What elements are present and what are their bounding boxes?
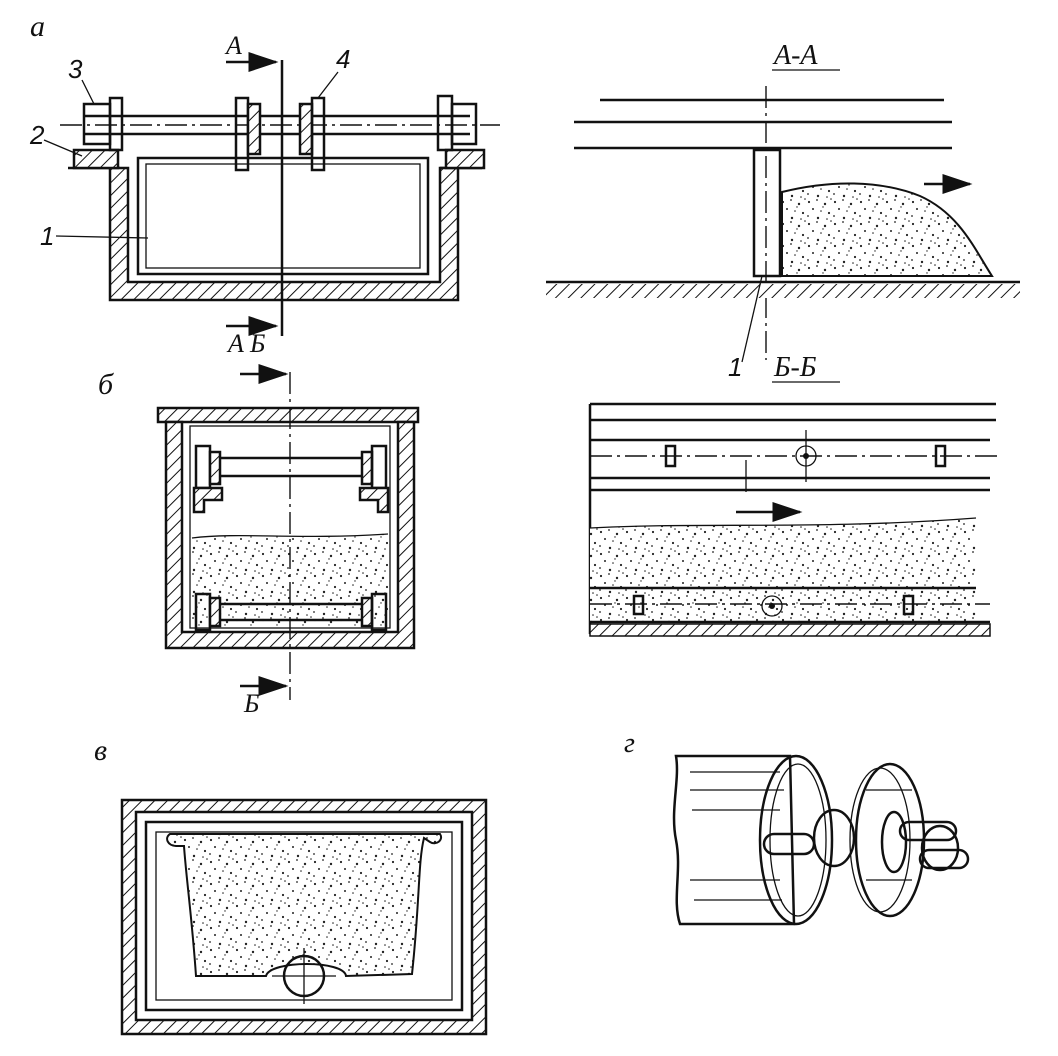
lower-scraper-2 — [902, 594, 915, 616]
lower-scraper-1 — [632, 594, 645, 616]
scraper-profile — [166, 833, 442, 978]
sand-surface-b — [191, 533, 389, 539]
leader-1-section — [741, 275, 763, 363]
section-bb-title: Б-Б — [773, 352, 816, 383]
leader-2 — [43, 139, 83, 157]
scraper-plate — [752, 148, 782, 278]
section-aa-title: А-А — [772, 40, 818, 71]
channel-wall — [164, 420, 416, 650]
bb-bottom-hatch — [589, 623, 991, 637]
chain-link-2 — [812, 808, 856, 868]
view-a-label: а — [30, 10, 45, 43]
lower-pivot — [761, 595, 783, 617]
wheel-1-hub — [246, 102, 262, 156]
ground-hatch-aa — [546, 284, 1020, 298]
frame-inner — [144, 820, 464, 1012]
bearing-left-flange — [108, 96, 124, 152]
chain-link-5 — [918, 848, 970, 870]
section-bb: Б-Б — [588, 352, 1000, 637]
upper-wheel-right — [370, 444, 388, 490]
pipe-body — [672, 754, 796, 926]
sand-surface-bb — [589, 517, 977, 529]
support-right — [444, 148, 486, 170]
cut-a-top-label: А — [224, 31, 242, 60]
chain-link-3 — [898, 820, 958, 842]
part-1-section-label: 1 — [728, 352, 742, 382]
lower-wheel-right-hub — [360, 596, 374, 628]
cut-b-top-label: Б — [249, 329, 265, 358]
leader-1 — [55, 235, 149, 239]
support-left — [72, 148, 120, 170]
view-g: г — [624, 728, 970, 926]
chain-link-4 — [920, 824, 960, 872]
part-4-label: 4 — [336, 44, 350, 74]
bearing-left — [82, 102, 112, 146]
lower-wheel-left-hub — [208, 596, 222, 628]
view-a: а А А 1 2 3 — [29, 10, 500, 358]
view-b-label: б — [98, 368, 114, 401]
rail-right — [358, 486, 390, 514]
upper-wheel-left-hub — [208, 450, 222, 486]
pipe-ring-inner — [769, 763, 827, 917]
section-aa: А-А 1 — [546, 40, 1020, 382]
upper-wheel-right-hub — [360, 450, 374, 486]
sand-fill-bb — [590, 518, 976, 622]
leader-3 — [81, 79, 95, 105]
rail-left — [192, 486, 224, 514]
part-1-label: 1 — [40, 221, 54, 251]
cut-b-bottom-label: Б — [243, 689, 259, 718]
upper-scraper-2 — [934, 444, 947, 468]
view-v: в — [94, 734, 488, 1036]
view-b: б Б Б — [98, 329, 420, 718]
chain-link-1 — [762, 832, 816, 856]
lower-wheel-right — [370, 592, 388, 632]
cut-a-bottom-label: А — [226, 329, 244, 358]
upper-scraper-1 — [664, 444, 677, 468]
pipe-ring — [758, 754, 834, 926]
leader-4 — [317, 71, 339, 99]
sand-pile — [781, 182, 994, 277]
pit-wall — [108, 166, 460, 302]
view-g-label: г — [624, 728, 635, 759]
part-3-label: 3 — [68, 54, 83, 84]
view-v-label: в — [94, 734, 107, 767]
bearing-right — [450, 102, 478, 146]
disk-rivet — [880, 810, 908, 874]
lower-pivot-center — [769, 603, 775, 609]
upper-wheel-left — [194, 444, 212, 490]
bearing-right-flange — [436, 94, 454, 152]
part-2-label: 2 — [29, 120, 45, 150]
frame-wall — [120, 798, 488, 1036]
top-plate — [156, 406, 420, 424]
wheel-2-hub — [298, 102, 314, 156]
